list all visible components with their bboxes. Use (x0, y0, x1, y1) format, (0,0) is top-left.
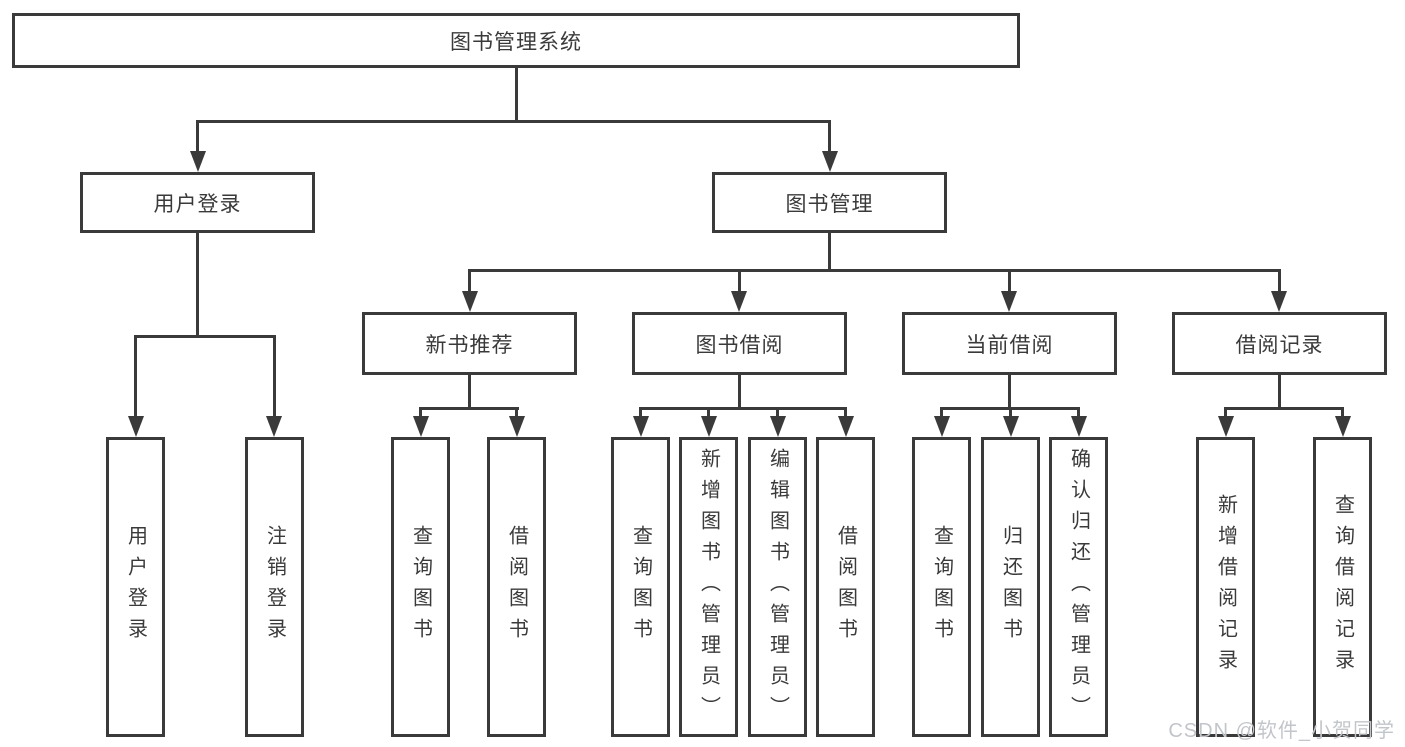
leaf-bookborrow-query-label: 查询图书 (629, 525, 652, 649)
arrowhead-bb-edit (770, 416, 786, 437)
node-root-label: 图书管理系统 (450, 30, 582, 54)
connector-book-borrow-bar (639, 407, 847, 410)
watermark: CSDN @软件_小贺同学 (1168, 720, 1395, 742)
arrowhead-leaf-login (128, 416, 144, 437)
leaf-records-add: 新增借阅记录 (1196, 437, 1255, 737)
connector-new-books-stem (468, 375, 471, 409)
connector-user-login-bar (134, 335, 276, 338)
leaf-bookborrow-add: 新增图书（管理员） (679, 437, 738, 737)
node-current-borrow: 当前借阅 (902, 312, 1117, 375)
leaf-currentborrow-confirm: 确认归还（管理员） (1049, 437, 1108, 737)
leaf-records-add-label: 新增借阅记录 (1214, 494, 1237, 680)
leaf-currentborrow-confirm-label: 确认归还（管理员） (1067, 447, 1090, 727)
arrowhead-group-current-borrow (1001, 291, 1017, 312)
leaf-logout: 注销登录 (245, 437, 304, 737)
leaf-records-query: 查询借阅记录 (1313, 437, 1372, 737)
connector-drop-group-borrow-records (1278, 269, 1281, 294)
arrowhead-bb-add (701, 416, 717, 437)
arrowhead-group-book-borrow (731, 291, 747, 312)
connector-drop-leaf-logout (273, 335, 276, 418)
connector-root-bar (196, 120, 831, 123)
arrowhead-cb-confirm (1071, 416, 1087, 437)
connector-drop-cb-return (1009, 407, 1012, 418)
connector-drop-bb-borrow (844, 407, 847, 418)
connector-drop-group-new-books (468, 269, 471, 294)
node-book-mgmt: 图书管理 (712, 172, 947, 233)
leaf-records-query-label: 查询借阅记录 (1331, 494, 1354, 680)
connector-user-login-stem (196, 233, 199, 337)
connector-drop-bb-add (707, 407, 710, 418)
leaf-newbooks-query: 查询图书 (391, 437, 450, 737)
connector-book-mgmt-bar (468, 269, 1281, 272)
node-borrow-records: 借阅记录 (1172, 312, 1387, 375)
node-user-login-label: 用户登录 (153, 192, 242, 216)
connector-drop-group-current-borrow (1008, 269, 1011, 294)
leaf-bookborrow-query: 查询图书 (611, 437, 670, 737)
node-new-books: 新书推荐 (362, 312, 577, 375)
node-new-books-label: 新书推荐 (425, 333, 514, 357)
arrowhead-bb-query (633, 416, 649, 437)
connector-borrow-records-bar (1224, 407, 1344, 410)
connector-book-mgmt-stem (828, 233, 831, 271)
leaf-currentborrow-return: 归还图书 (981, 437, 1040, 737)
connector-drop-bb-query (639, 407, 642, 418)
node-root: 图书管理系统 (12, 13, 1020, 68)
connector-borrow-records-stem (1278, 375, 1281, 409)
connector-drop-nb-borrow (515, 407, 518, 418)
connector-drop-rec-add (1224, 407, 1227, 418)
leaf-bookborrow-edit: 编辑图书（管理员） (748, 437, 807, 737)
node-current-borrow-label: 当前借阅 (965, 333, 1054, 357)
connector-drop-rec-query (1341, 407, 1344, 418)
leaf-logout-label: 注销登录 (263, 525, 286, 649)
leaf-currentborrow-return-label: 归还图书 (999, 525, 1022, 649)
arrowhead-leaf-logout (266, 416, 282, 437)
leaf-currentborrow-query-label: 查询图书 (930, 525, 953, 649)
arrowhead-nb-borrow (509, 416, 525, 437)
arrowhead-rec-add (1218, 416, 1234, 437)
arrowhead-book-mgmt (822, 151, 838, 172)
arrowhead-rec-query (1335, 416, 1351, 437)
arrowhead-bb-borrow (838, 416, 854, 437)
arrowhead-user-login (190, 151, 206, 172)
connector-drop-user-login (196, 120, 199, 154)
connector-book-borrow-stem (738, 375, 741, 409)
connector-drop-book-mgmt (828, 120, 831, 154)
node-book-mgmt-label: 图书管理 (785, 192, 874, 216)
arrowhead-cb-return (1003, 416, 1019, 437)
arrowhead-group-new-books (462, 291, 478, 312)
leaf-user-login-label: 用户登录 (124, 525, 147, 649)
arrowhead-group-borrow-records (1271, 291, 1287, 312)
leaf-bookborrow-add-label: 新增图书（管理员） (697, 447, 720, 727)
leaf-newbooks-borrow: 借阅图书 (487, 437, 546, 737)
node-book-borrow: 图书借阅 (632, 312, 847, 375)
connector-current-borrow-stem (1008, 375, 1011, 409)
connector-drop-cb-confirm (1077, 407, 1080, 418)
leaf-bookborrow-borrow-label: 借阅图书 (834, 525, 857, 649)
leaf-bookborrow-edit-label: 编辑图书（管理员） (766, 447, 789, 727)
leaf-newbooks-query-label: 查询图书 (409, 525, 432, 649)
connector-root-stem (515, 68, 518, 123)
leaf-currentborrow-query: 查询图书 (912, 437, 971, 737)
node-borrow-records-label: 借阅记录 (1235, 333, 1324, 357)
node-book-borrow-label: 图书借阅 (695, 333, 784, 357)
node-user-login: 用户登录 (80, 172, 315, 233)
leaf-newbooks-borrow-label: 借阅图书 (505, 525, 528, 649)
arrowhead-cb-query (934, 416, 950, 437)
connector-drop-nb-query (419, 407, 422, 418)
connector-drop-leaf-login (134, 335, 137, 418)
connector-drop-group-book-borrow (738, 269, 741, 294)
arrowhead-nb-query (413, 416, 429, 437)
leaf-user-login: 用户登录 (106, 437, 165, 737)
connector-new-books-bar (419, 407, 519, 410)
leaf-bookborrow-borrow: 借阅图书 (816, 437, 875, 737)
connector-drop-cb-query (940, 407, 943, 418)
connector-drop-bb-edit (776, 407, 779, 418)
